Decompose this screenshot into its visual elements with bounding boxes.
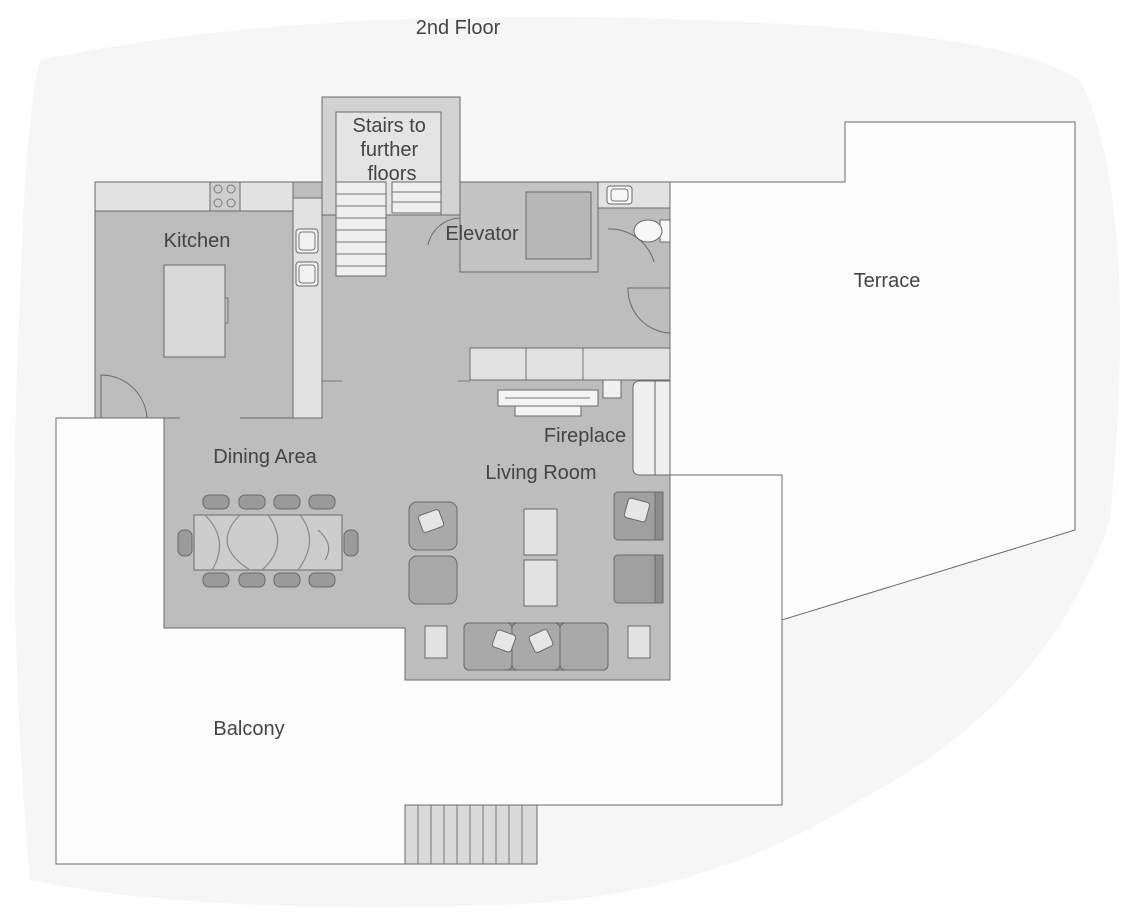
armchair-left-bottom bbox=[408, 555, 458, 605]
living-room-label: Living Room bbox=[485, 462, 596, 484]
floor-title: 2nd Floor bbox=[416, 17, 501, 39]
kitchen-sink-icon bbox=[295, 228, 319, 287]
sink-icon bbox=[606, 185, 633, 205]
elevator-car bbox=[525, 191, 592, 260]
balcony-steps bbox=[404, 804, 538, 865]
elevator-door-swing bbox=[427, 217, 461, 246]
kitchen-island-handle bbox=[224, 297, 229, 324]
dining-area-label: Dining Area bbox=[213, 446, 317, 468]
living-cabinet bbox=[469, 347, 671, 381]
kitchen-island bbox=[163, 264, 226, 358]
toilet-icon bbox=[633, 219, 671, 243]
balcony-label: Balcony bbox=[213, 718, 284, 740]
kitchen-label: Kitchen bbox=[164, 230, 231, 252]
kitchen-door-swing bbox=[100, 374, 148, 419]
stairs-label-line-2: further bbox=[360, 139, 418, 161]
bathroom-door-swing bbox=[607, 228, 655, 263]
stairs-label-line-1: Stairs to bbox=[353, 115, 426, 137]
armchair-right-bottom bbox=[613, 554, 664, 604]
elevator-label: Elevator bbox=[445, 223, 519, 245]
fireplace-icon bbox=[497, 389, 599, 417]
terrace-label: Terrace bbox=[854, 270, 921, 292]
stairs-label: Stairs to further floors bbox=[353, 115, 432, 185]
kitchen-counter-top bbox=[94, 181, 294, 212]
coffee-table-top bbox=[523, 508, 558, 556]
coffee-table-bottom bbox=[523, 559, 558, 607]
sofa-main bbox=[463, 622, 609, 671]
fireplace-label: Fireplace bbox=[544, 425, 626, 447]
tv-bench bbox=[602, 379, 622, 399]
stove-icon bbox=[209, 181, 241, 212]
closet-door-swing bbox=[627, 287, 671, 334]
stair-treads bbox=[335, 181, 442, 277]
armchair-right-top bbox=[613, 491, 664, 541]
side-table-right bbox=[627, 625, 651, 659]
sofa-side bbox=[632, 380, 671, 476]
armchair-left-top bbox=[408, 501, 458, 551]
stairs-label-line-3: floors bbox=[368, 163, 417, 185]
side-table-left bbox=[424, 625, 448, 659]
dining-table bbox=[177, 494, 359, 588]
